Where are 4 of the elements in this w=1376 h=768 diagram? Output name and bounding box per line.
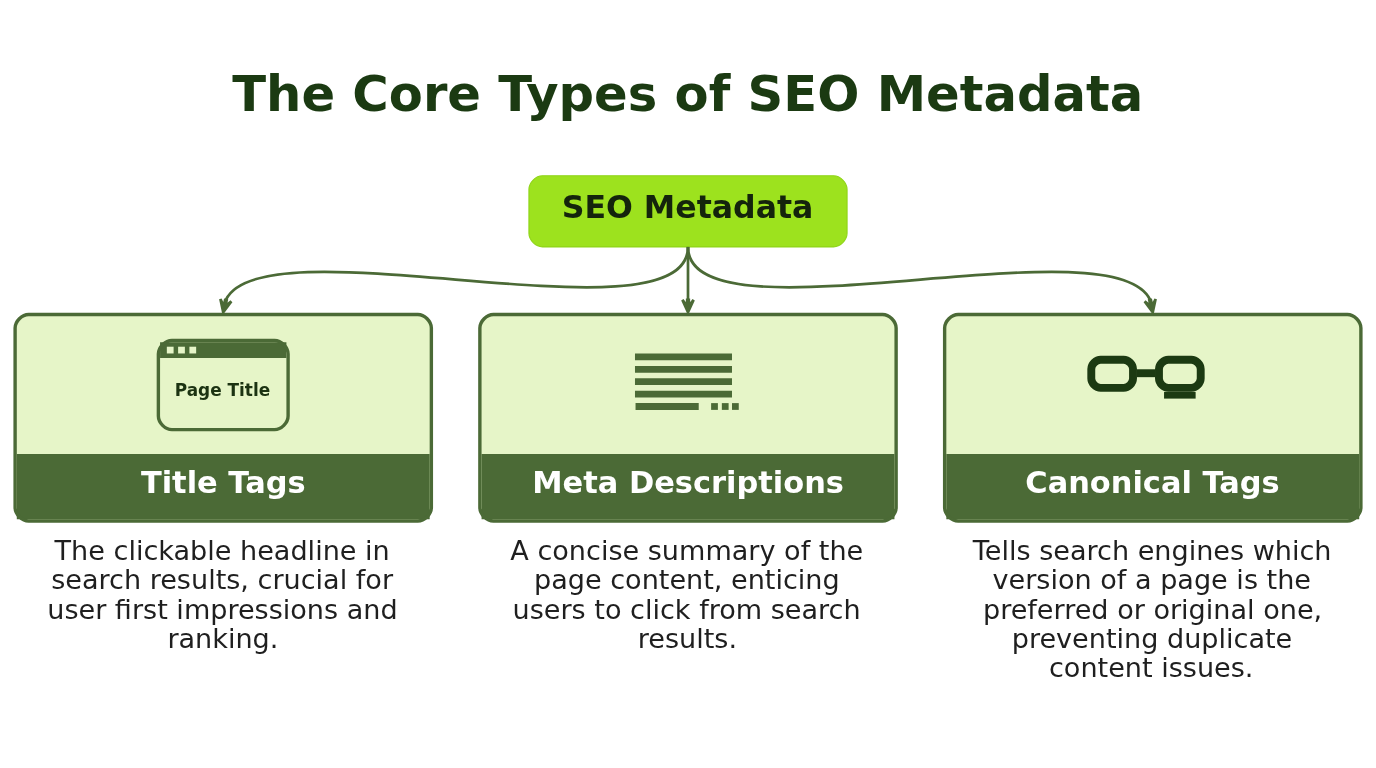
node-label: A concise summary of the page content, enticing users to click from search results. [510,534,864,654]
node-label: Tells search engines which version of a page is the preferred or original one, preventing duplicate content issues. [972,534,1332,683]
diagram-title: The Core Types of SEO Metadata [232,64,1144,123]
node-label: The clickable headline in search results, crucial for user first impressions and ranking. [47,534,398,654]
